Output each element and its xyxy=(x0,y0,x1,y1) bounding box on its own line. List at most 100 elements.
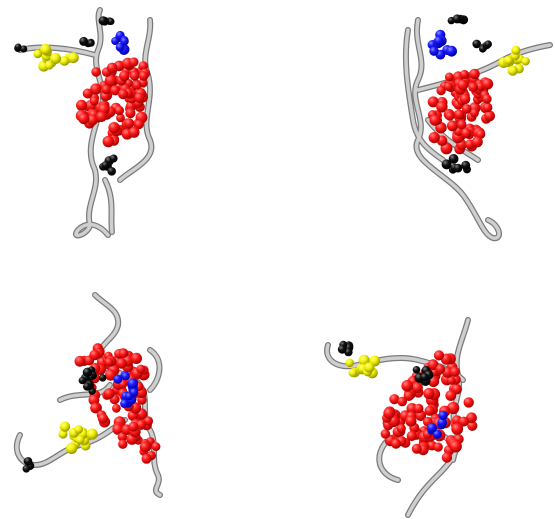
black-atom xyxy=(79,36,89,46)
red-atom xyxy=(132,80,142,90)
yellow-atom xyxy=(33,49,42,59)
red-atom xyxy=(461,128,472,139)
blue-atom xyxy=(115,42,125,52)
red-atom xyxy=(469,108,479,118)
protein-view-3 xyxy=(0,260,277,519)
red-atom xyxy=(119,348,129,358)
protein-view-1 xyxy=(0,0,277,259)
yellow-atom xyxy=(65,442,78,454)
red-atom xyxy=(423,388,435,400)
protein-view-2 xyxy=(278,0,555,259)
protein-structure-1 xyxy=(14,7,155,239)
red-atom xyxy=(130,352,142,364)
red-atom xyxy=(112,403,121,413)
blue-atom xyxy=(120,399,129,408)
black-atom xyxy=(461,160,471,170)
red-atom xyxy=(139,441,151,453)
blue-atom xyxy=(127,378,139,389)
red-atom xyxy=(90,402,101,414)
yellow-atom xyxy=(74,425,83,434)
black-atom xyxy=(441,159,452,170)
black-atom xyxy=(109,154,118,163)
black-atom xyxy=(14,43,22,51)
red-atom xyxy=(449,366,460,377)
yellow-atom xyxy=(44,61,54,70)
red-atom xyxy=(405,415,417,427)
black-atom xyxy=(101,161,110,170)
yellow-residue-cluster xyxy=(58,421,98,454)
black-atom xyxy=(87,39,95,47)
red-atom xyxy=(103,388,115,399)
yellow-atom xyxy=(348,368,358,378)
blue-atom xyxy=(427,423,437,433)
yellow-atom xyxy=(50,53,61,64)
yellow-atom xyxy=(86,428,98,440)
black-atom xyxy=(22,465,31,473)
red-atom xyxy=(471,136,483,148)
red-atom xyxy=(138,71,149,81)
blue-atom xyxy=(429,46,439,56)
red-atom xyxy=(118,89,129,100)
black-atom xyxy=(337,344,347,354)
red-atom xyxy=(129,57,139,67)
red-atom xyxy=(444,72,454,82)
red-atom xyxy=(106,62,118,73)
red-atom xyxy=(89,96,99,106)
red-atom xyxy=(466,412,477,424)
black-atom xyxy=(99,374,107,382)
red-atom xyxy=(124,118,135,129)
red-atom xyxy=(435,364,446,374)
red-atom xyxy=(82,88,93,99)
yellow-atom xyxy=(68,52,79,64)
red-atom xyxy=(136,364,146,374)
red-atom xyxy=(428,132,440,144)
blue-atom xyxy=(113,374,123,384)
red-atom xyxy=(114,105,125,116)
red-atom xyxy=(88,394,100,406)
black-atom xyxy=(484,40,492,48)
blue-residue-cluster xyxy=(113,370,139,408)
red-atom xyxy=(457,119,467,130)
blue-atom xyxy=(446,45,457,57)
protein-structure-4 xyxy=(324,317,478,518)
red-atom xyxy=(433,350,445,361)
red-atom xyxy=(481,78,494,90)
red-atom xyxy=(467,420,478,431)
red-atom xyxy=(469,68,480,80)
yellow-atom xyxy=(511,45,521,55)
red-atom xyxy=(411,382,423,394)
yellow-atom xyxy=(345,358,354,368)
red-atom xyxy=(110,85,121,96)
black-atom xyxy=(107,167,116,176)
red-atom xyxy=(391,438,401,449)
blue-atom xyxy=(434,36,444,46)
red-atom xyxy=(484,110,495,122)
protein-view-4 xyxy=(278,260,555,519)
red-atom xyxy=(143,416,154,426)
red-atom xyxy=(89,349,100,361)
red-atom xyxy=(397,396,407,407)
red-atom xyxy=(129,70,140,81)
red-atom xyxy=(457,79,469,91)
blue-atom xyxy=(437,417,447,428)
red-atom xyxy=(403,390,414,401)
red-residue-cluster xyxy=(380,350,478,463)
red-atom xyxy=(401,380,413,392)
red-atom xyxy=(396,423,406,434)
black-atom xyxy=(83,382,92,391)
red-atom xyxy=(118,439,128,449)
red-atom xyxy=(112,423,124,435)
red-atom xyxy=(91,67,101,77)
red-atom xyxy=(134,92,145,104)
yellow-residue-cluster xyxy=(345,354,381,379)
red-atom xyxy=(102,135,115,148)
red-atom xyxy=(427,359,439,371)
red-atom xyxy=(451,423,464,435)
red-atom xyxy=(116,358,127,369)
backbone-ribbon xyxy=(402,17,553,242)
blue-atom xyxy=(129,388,139,397)
red-atom xyxy=(97,413,109,424)
red-atom xyxy=(134,119,144,130)
red-atom xyxy=(482,102,493,113)
